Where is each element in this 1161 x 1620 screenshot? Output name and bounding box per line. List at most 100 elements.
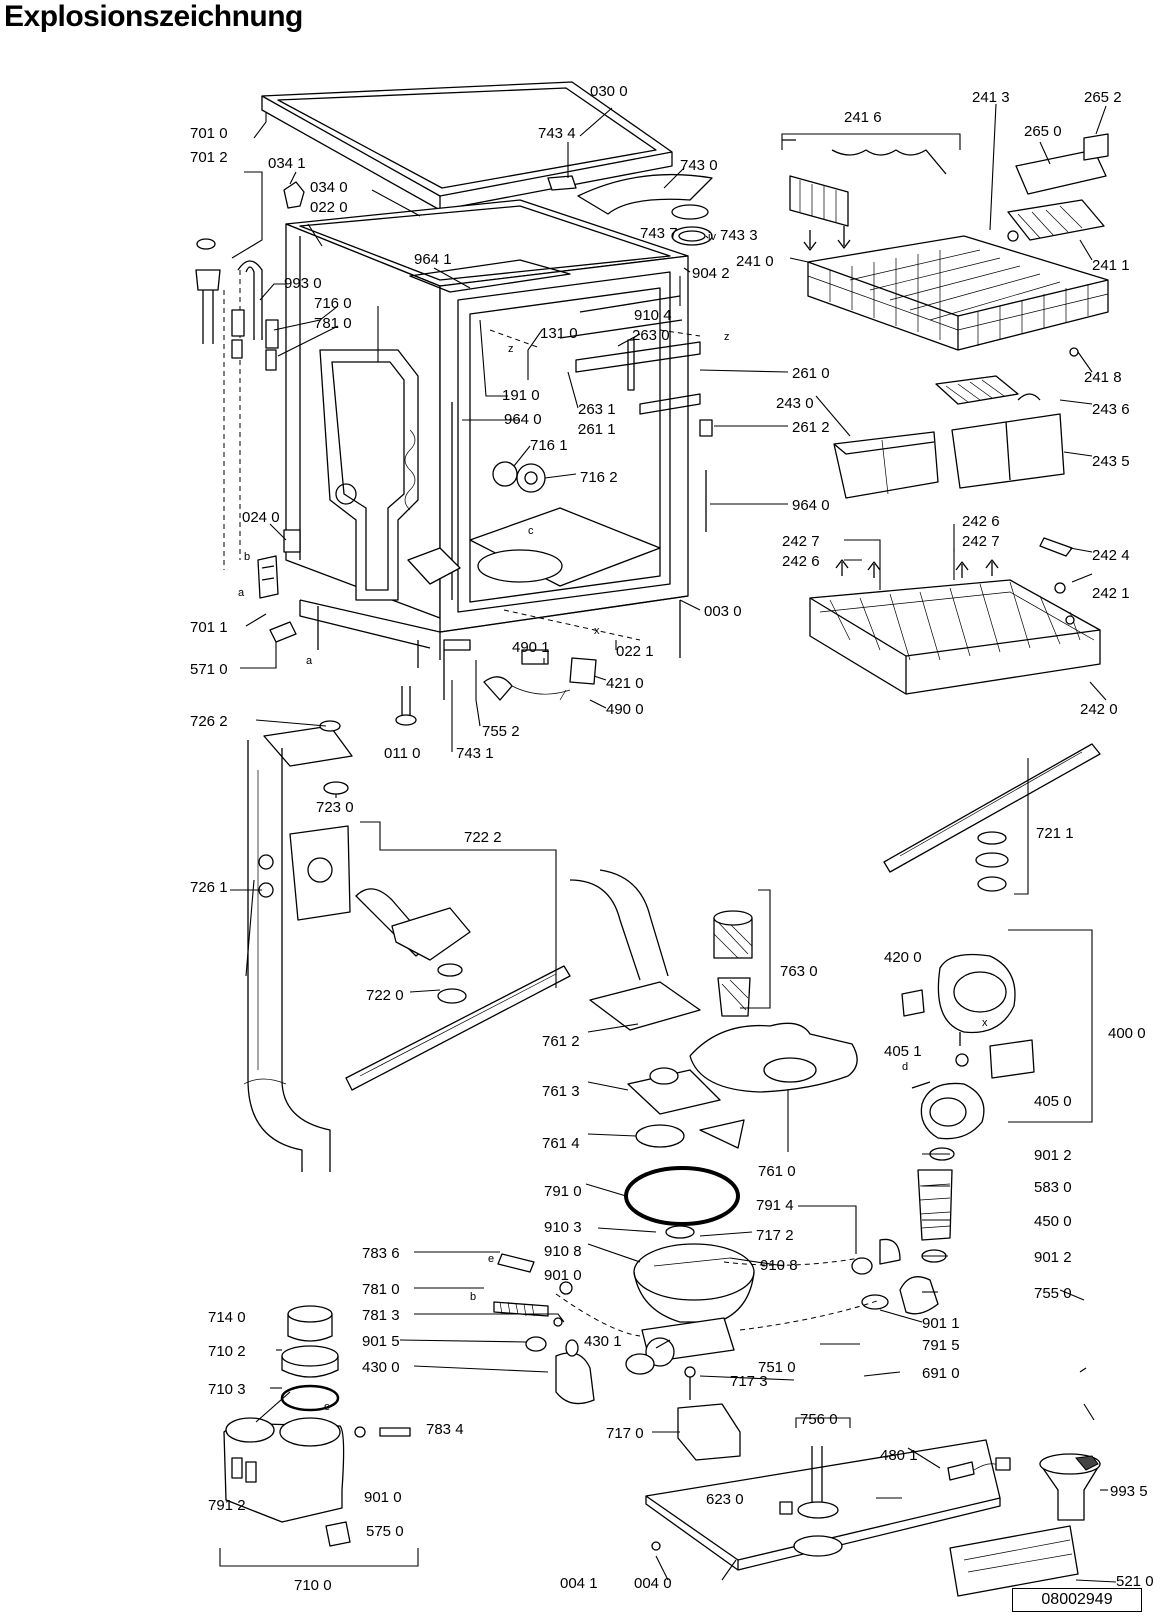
letter-e1: e (488, 1253, 494, 1265)
lower-basket (809, 537, 1101, 695)
part-label: 480 1 (880, 1447, 918, 1464)
screw-011-0 (395, 686, 417, 726)
part-label: 034 0 (310, 179, 348, 196)
cable-plug-parts (483, 649, 597, 701)
feed-pipe-726 (243, 720, 353, 1172)
part-label: 430 1 (584, 1333, 622, 1350)
inlet-hoses (195, 238, 279, 371)
part-label: 743 0 (680, 157, 718, 174)
letter-e2: e (324, 1401, 330, 1413)
part-label: 241 3 (972, 89, 1010, 106)
part-label: 583 0 (1034, 1179, 1072, 1196)
letter-z1: z (508, 343, 514, 355)
part-label: 242 7 (962, 533, 1000, 550)
leader-lines (230, 103, 1117, 1583)
part-label: 910 4 (634, 307, 672, 324)
part-label: 722 0 (366, 987, 404, 1004)
part-label: 755 2 (482, 723, 520, 740)
part-label: 011 0 (384, 745, 420, 762)
letter-c: c (528, 525, 534, 537)
part-label: 034 1 (268, 155, 306, 172)
part-label: 783 6 (362, 1245, 400, 1262)
part-label: 521 0 (1116, 1573, 1154, 1590)
part-label: 743 7 (640, 225, 678, 242)
part-label: 756 0 (800, 1411, 838, 1428)
part-label: 131 0 (540, 325, 578, 342)
part-label: 901 0 (544, 1267, 582, 1284)
part-label: 743 4 (538, 125, 576, 142)
part-label: 575 0 (366, 1523, 404, 1540)
sump-assembly (569, 869, 858, 1461)
part-label: 243 0 (776, 395, 814, 412)
part-label: 717 0 (606, 1425, 644, 1442)
assembly-arrows (803, 226, 999, 578)
part-label: 263 0 (632, 327, 670, 344)
part-label: 241 1 (1092, 257, 1130, 274)
connection-letters: z z c b a a x x d e b e iv (238, 231, 988, 1413)
bracket-lines (219, 133, 1093, 1567)
part-label: 716 2 (580, 469, 618, 486)
part-label: 964 1 (414, 251, 452, 268)
part-label: 722 2 (464, 829, 502, 846)
part-label: 241 8 (1084, 369, 1122, 386)
upper-basket (782, 133, 1109, 357)
part-label: 400 0 (1108, 1025, 1146, 1042)
part-label: 791 2 (208, 1497, 246, 1514)
part-label: 022 0 (310, 199, 348, 216)
part-label: 763 0 (780, 963, 818, 980)
part-label: 241 6 (844, 109, 882, 126)
letter-d: d (902, 1061, 908, 1073)
part-label: 022 1 (616, 643, 654, 660)
part-label: 964 0 (504, 411, 542, 428)
part-label: 490 0 (606, 701, 644, 718)
letter-b2: b (470, 1291, 476, 1303)
part-label: 701 1 (190, 619, 228, 636)
base-plate (645, 1439, 1101, 1597)
upper-spray-arm (289, 825, 571, 1091)
part-label: 701 2 (190, 149, 228, 166)
part-label: 405 0 (1034, 1093, 1072, 1110)
part-label: 761 0 (758, 1163, 796, 1180)
part-label: 791 0 (544, 1183, 582, 1200)
part-label: 791 5 (922, 1337, 960, 1354)
part-label: 717 3 (730, 1373, 768, 1390)
small-hoses (354, 1253, 595, 1438)
part-label: 242 4 (1092, 547, 1130, 564)
part-label: 421 0 (606, 675, 644, 692)
part-label: 964 0 (792, 497, 830, 514)
part-label: 993 5 (1110, 1483, 1148, 1500)
part-label: 710 2 (208, 1343, 246, 1360)
part-label: 726 1 (190, 879, 228, 896)
part-label: 781 0 (314, 315, 352, 332)
part-label: 430 0 (362, 1359, 400, 1376)
part-label: 901 0 (364, 1489, 402, 1506)
page-title: Explosionszeichnung (4, 0, 303, 33)
water-softener (223, 1305, 351, 1547)
part-label: 003 0 (704, 603, 742, 620)
part-label: 265 0 (1024, 123, 1062, 140)
part-label: 761 3 (542, 1083, 580, 1100)
part-label: 261 0 (792, 365, 830, 382)
part-label: 241 0 (736, 253, 774, 270)
part-label: 024 0 (242, 509, 280, 526)
letter-a1: a (238, 587, 245, 599)
part-label: 691 0 (922, 1365, 960, 1382)
connector-701-1 (257, 555, 297, 643)
part-label: 030 0 (590, 83, 628, 100)
part-label: 261 2 (792, 419, 830, 436)
letter-z2: z (724, 331, 730, 343)
part-label: 723 0 (316, 799, 354, 816)
part-label: 710 3 (208, 1381, 246, 1398)
part-label: 716 1 (530, 437, 568, 454)
document-number-box: 08002949 (1012, 1588, 1142, 1612)
part-label: 993 0 (284, 275, 322, 292)
part-label: 261 1 (578, 421, 616, 438)
part-label: 716 0 (314, 295, 352, 312)
part-label: 243 5 (1092, 453, 1130, 470)
part-label: 242 1 (1092, 585, 1130, 602)
part-label: 726 2 (190, 713, 228, 730)
part-label: 242 6 (782, 553, 820, 570)
part-label: 901 2 (1034, 1249, 1072, 1266)
